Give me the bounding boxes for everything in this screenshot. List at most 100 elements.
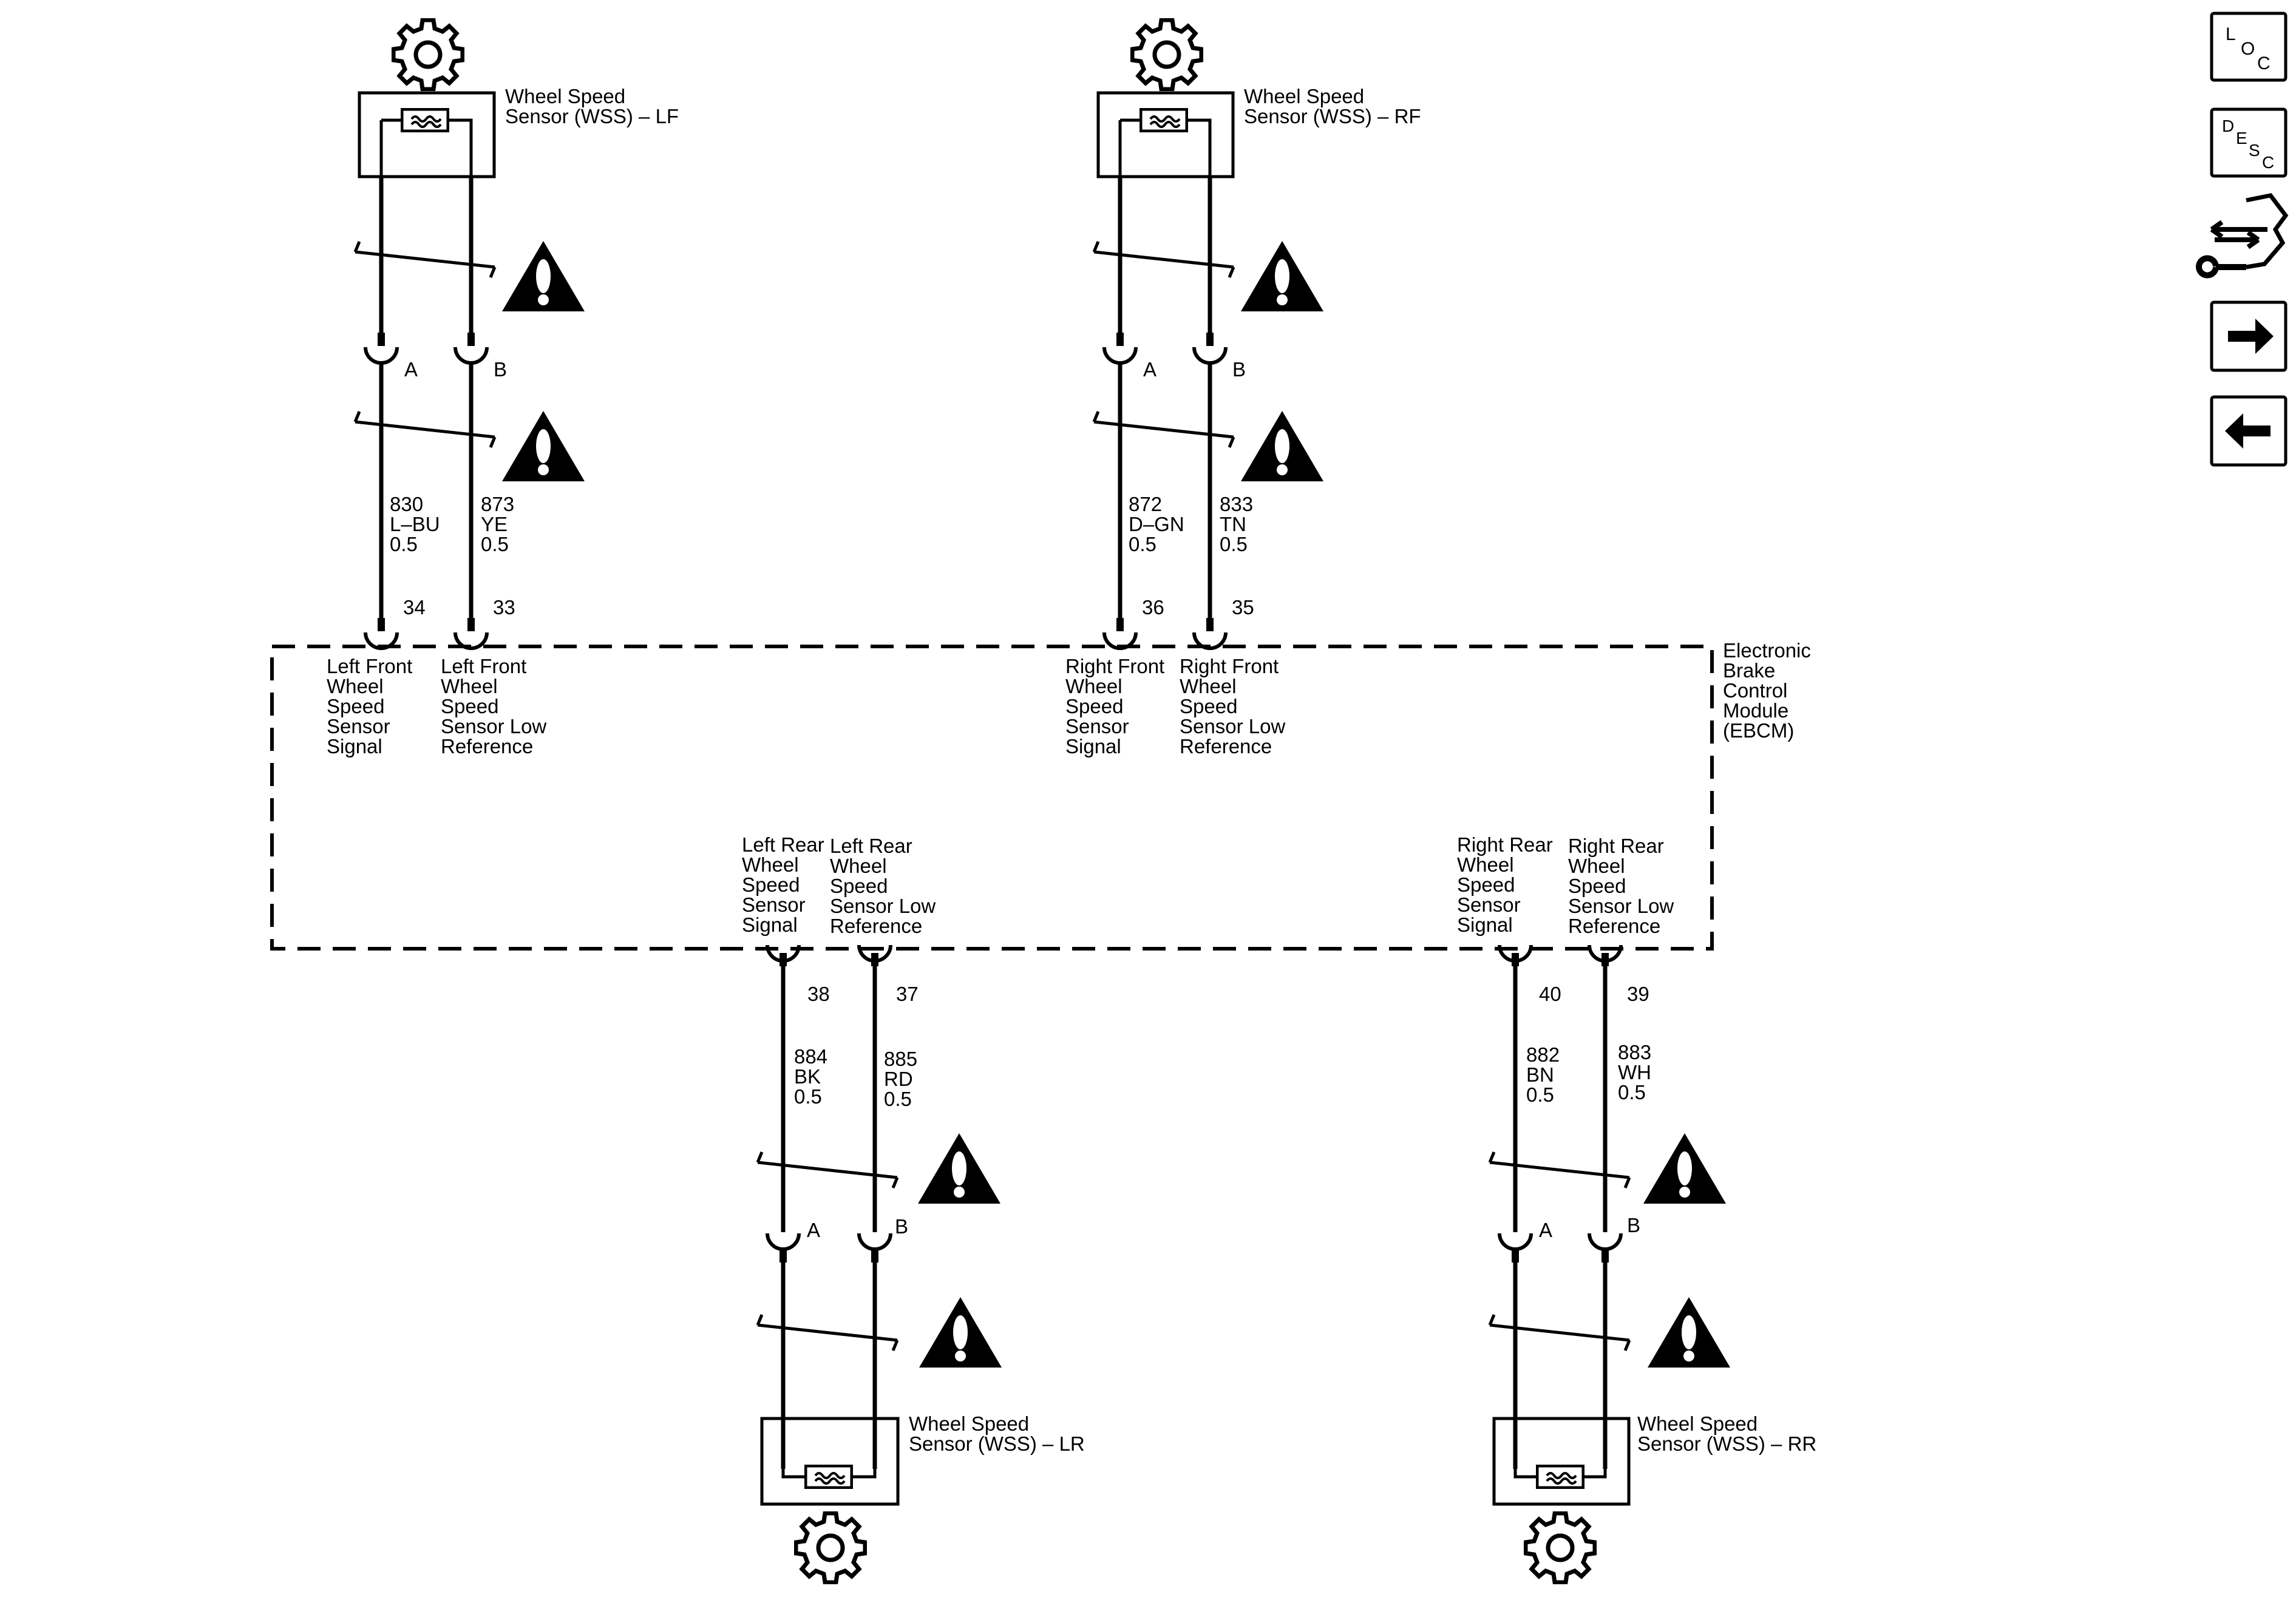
ebcm-function-lf-signal: Left Front Wheel Speed Sensor Signal (327, 655, 418, 758)
ebcm-function-rf-low: Right Front Wheel Speed Sensor Low Refer… (1180, 655, 1291, 758)
sensor-element-icon (806, 1466, 852, 1488)
wire-color: BN (1526, 1063, 1554, 1086)
wire-gauge: 0.5 (1129, 533, 1156, 555)
ebcm-pin: 40 (1539, 983, 1561, 1005)
wire-circuit: 883 (1618, 1041, 1651, 1063)
wire-circuit: 884 (794, 1045, 827, 1068)
warning-icon (502, 241, 585, 311)
connector-terminal (767, 1233, 799, 1249)
arrow-right-icon (2228, 319, 2274, 354)
sensor-lf-title-2: Sensor (WSS) – LF (505, 105, 679, 127)
sensor-lr-title-1: Wheel Speed (909, 1412, 1029, 1435)
gear-icon (1526, 1513, 1595, 1582)
wire-color: BK (794, 1065, 821, 1088)
sensor-element-icon (1141, 109, 1187, 131)
pin-a-label: A (1143, 358, 1156, 381)
warning-icon (1241, 411, 1323, 481)
ebcm-pin: 38 (807, 983, 830, 1005)
wire-color: TN (1220, 513, 1246, 535)
ebcm-function-rr-signal: Right Rear Wheel Speed Sensor Signal (1457, 833, 1558, 936)
lf-wires (379, 177, 474, 625)
connector-terminal (1194, 347, 1226, 363)
ebcm-module-outline (270, 645, 1714, 951)
gear-icon (796, 1513, 865, 1582)
desc-letter: D (2222, 117, 2234, 135)
wire-gauge: 0.5 (1618, 1081, 1646, 1103)
warning-icon (1643, 1133, 1726, 1204)
twisted-pair-mark (756, 1314, 899, 1351)
desc-letter: E (2236, 129, 2247, 147)
twisted-pair-mark (1488, 1314, 1631, 1351)
desc-letter: C (2262, 153, 2274, 172)
pin-b-label: B (1627, 1214, 1640, 1236)
ebcm-pin: 35 (1232, 596, 1254, 619)
desc-letter: S (2249, 141, 2260, 160)
wire-gauge: 0.5 (390, 533, 418, 555)
wire-circuit: 872 (1129, 493, 1162, 515)
sensor-rr-title-1: Wheel Speed (1637, 1412, 1758, 1435)
wire-circuit: 873 (481, 493, 514, 515)
connector-terminal (1104, 347, 1136, 363)
wire-color: RD (884, 1068, 913, 1090)
connector-terminal (1500, 1233, 1531, 1249)
ebcm-pin: 39 (1627, 983, 1649, 1005)
wire-color: L–BU (390, 513, 440, 535)
loc-letter: C (2257, 53, 2271, 73)
pin-a-label: A (404, 358, 418, 381)
loc-button[interactable]: L O C (2210, 12, 2288, 82)
pin-a-label: A (807, 1219, 820, 1241)
warning-icon (918, 1133, 1000, 1204)
wire-gauge: 0.5 (1220, 533, 1248, 555)
gear-icon (1132, 20, 1201, 89)
lr-wires (781, 965, 877, 1469)
sensor-rf-title-1: Wheel Speed (1244, 85, 1364, 107)
wire-circuit: 833 (1220, 493, 1253, 515)
loc-letter: O (2241, 39, 2255, 59)
sensor-lf: Wheel Speed Sensor (WSS) – LF (358, 20, 679, 178)
pin-b-label: B (895, 1215, 908, 1238)
connector-icon[interactable] (2196, 193, 2289, 279)
wire-gauge: 0.5 (1526, 1083, 1554, 1106)
rr-wires (1513, 965, 1608, 1469)
sensor-rf: Wheel Speed Sensor (WSS) – RF (1096, 20, 1421, 178)
pin-b-label: B (494, 358, 507, 381)
connector-terminal (859, 1233, 891, 1249)
twisted-pair-mark (1488, 1151, 1631, 1188)
twisted-pair-mark (1092, 241, 1235, 278)
desc-button[interactable]: D E S C (2210, 107, 2288, 178)
sensor-rr-housing (1492, 1417, 1631, 1506)
sensor-lr-title-2: Sensor (WSS) – LR (909, 1432, 1085, 1455)
twisted-pair-mark (756, 1151, 899, 1188)
ebcm-function-rf-signal: Right Front Wheel Speed Sensor Signal (1065, 655, 1170, 758)
prev-button[interactable] (2210, 395, 2288, 467)
sensor-lr-housing (760, 1417, 900, 1506)
rf-wires (1118, 177, 1212, 625)
wire-circuit: 882 (1526, 1043, 1560, 1066)
wire-color: YE (481, 513, 508, 535)
pin-a-label: A (1539, 1219, 1552, 1241)
sensor-rf-housing (1096, 91, 1235, 178)
ebcm-function-rr-low: Right Rear Wheel Speed Sensor Low Refere… (1568, 835, 1679, 937)
pin-b-label: B (1232, 358, 1246, 381)
wire-circuit: 885 (884, 1048, 917, 1070)
gear-icon (393, 20, 463, 89)
ebcm-pin: 34 (403, 596, 426, 619)
ebcm-function-lr-signal: Left Rear Wheel Speed Sensor Signal (742, 833, 830, 936)
wire-gauge: 0.5 (481, 533, 509, 555)
sensor-lf-title-1: Wheel Speed (505, 85, 625, 107)
ebcm-pin: 37 (896, 983, 919, 1005)
warning-icon (502, 411, 585, 481)
arrow-left-icon (2225, 413, 2271, 449)
twisted-pair-mark (1092, 411, 1235, 448)
loc-letter: L (2226, 24, 2236, 44)
twisted-pair-mark (353, 411, 497, 448)
wire-color: D–GN (1129, 513, 1184, 535)
sensor-rf-title-2: Sensor (WSS) – RF (1244, 105, 1421, 127)
connector-terminal (1589, 1233, 1621, 1249)
next-button[interactable] (2210, 300, 2288, 372)
sensor-element-icon (402, 109, 448, 131)
sensor-rr: Wheel Speed Sensor (WSS) – RR (1492, 1412, 1816, 1582)
twisted-pair-mark (353, 241, 497, 278)
warning-icon (919, 1297, 1002, 1368)
